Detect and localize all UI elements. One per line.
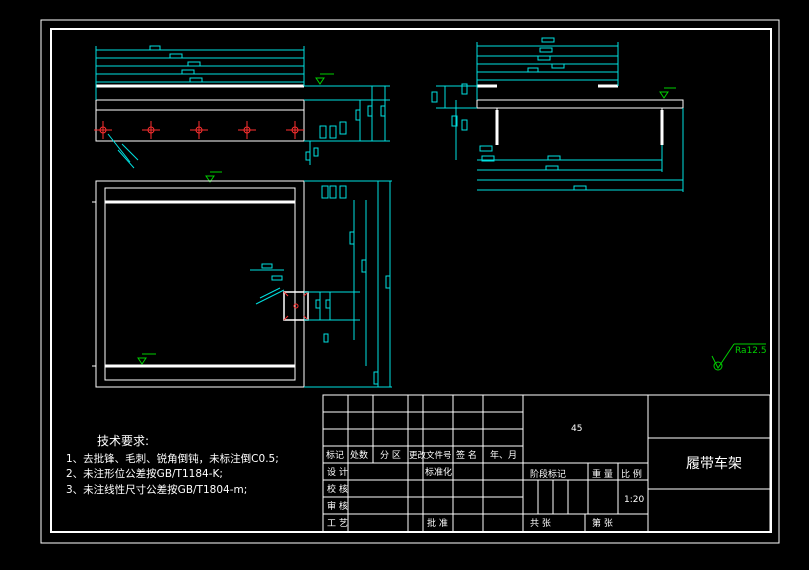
approval-label: 批 准	[427, 517, 448, 529]
tech-item-2: 2、未注形位公差按GB/T1184-K;	[66, 467, 223, 480]
part-name: 履带车架	[686, 455, 742, 472]
stage-mark-label: 阶段标记	[530, 468, 566, 480]
change-header-mark: 标记	[326, 449, 344, 461]
title-block	[322, 394, 771, 533]
change-header-count: 处数	[350, 449, 368, 461]
material-value: 45	[571, 424, 582, 434]
tech-requirements: 技术要求: 1、去批锋、毛刺、锐角倒钝，未标注倒C0.5; 2、未注形位公差按G…	[66, 434, 279, 496]
role-design: 设 计	[327, 466, 348, 478]
front-view	[94, 45, 390, 183]
top-view	[92, 180, 392, 388]
sheets-total: 共 张	[530, 518, 551, 529]
change-header-signature: 签 名	[456, 449, 477, 461]
side-view	[431, 37, 684, 192]
role-process: 工 艺	[327, 518, 348, 529]
sheet-number: 第 张	[592, 517, 613, 529]
role-check: 校 核	[327, 483, 348, 495]
outer-border	[40, 19, 780, 544]
weight-label: 重 量	[592, 468, 613, 480]
role-review: 审 核	[327, 500, 348, 512]
roughness-label: Ra12.5	[735, 346, 767, 356]
change-header-zone: 分 区	[380, 450, 401, 461]
change-header-docno: 更改文件号	[409, 450, 452, 461]
tech-item-3: 3、未注线性尺寸公差按GB/T1804-m;	[66, 483, 247, 496]
ratio-label: 比 例	[621, 468, 642, 480]
change-header-date: 年、月	[490, 449, 517, 461]
tech-item-1: 1、去批锋、毛刺、锐角倒钝，未标注倒C0.5;	[66, 452, 279, 465]
scale-value: 1:20	[624, 495, 644, 505]
tech-heading: 技术要求:	[97, 434, 149, 448]
roughness-symbol: Ra12.5	[711, 343, 767, 371]
standardization-label: 标准化	[425, 466, 452, 478]
